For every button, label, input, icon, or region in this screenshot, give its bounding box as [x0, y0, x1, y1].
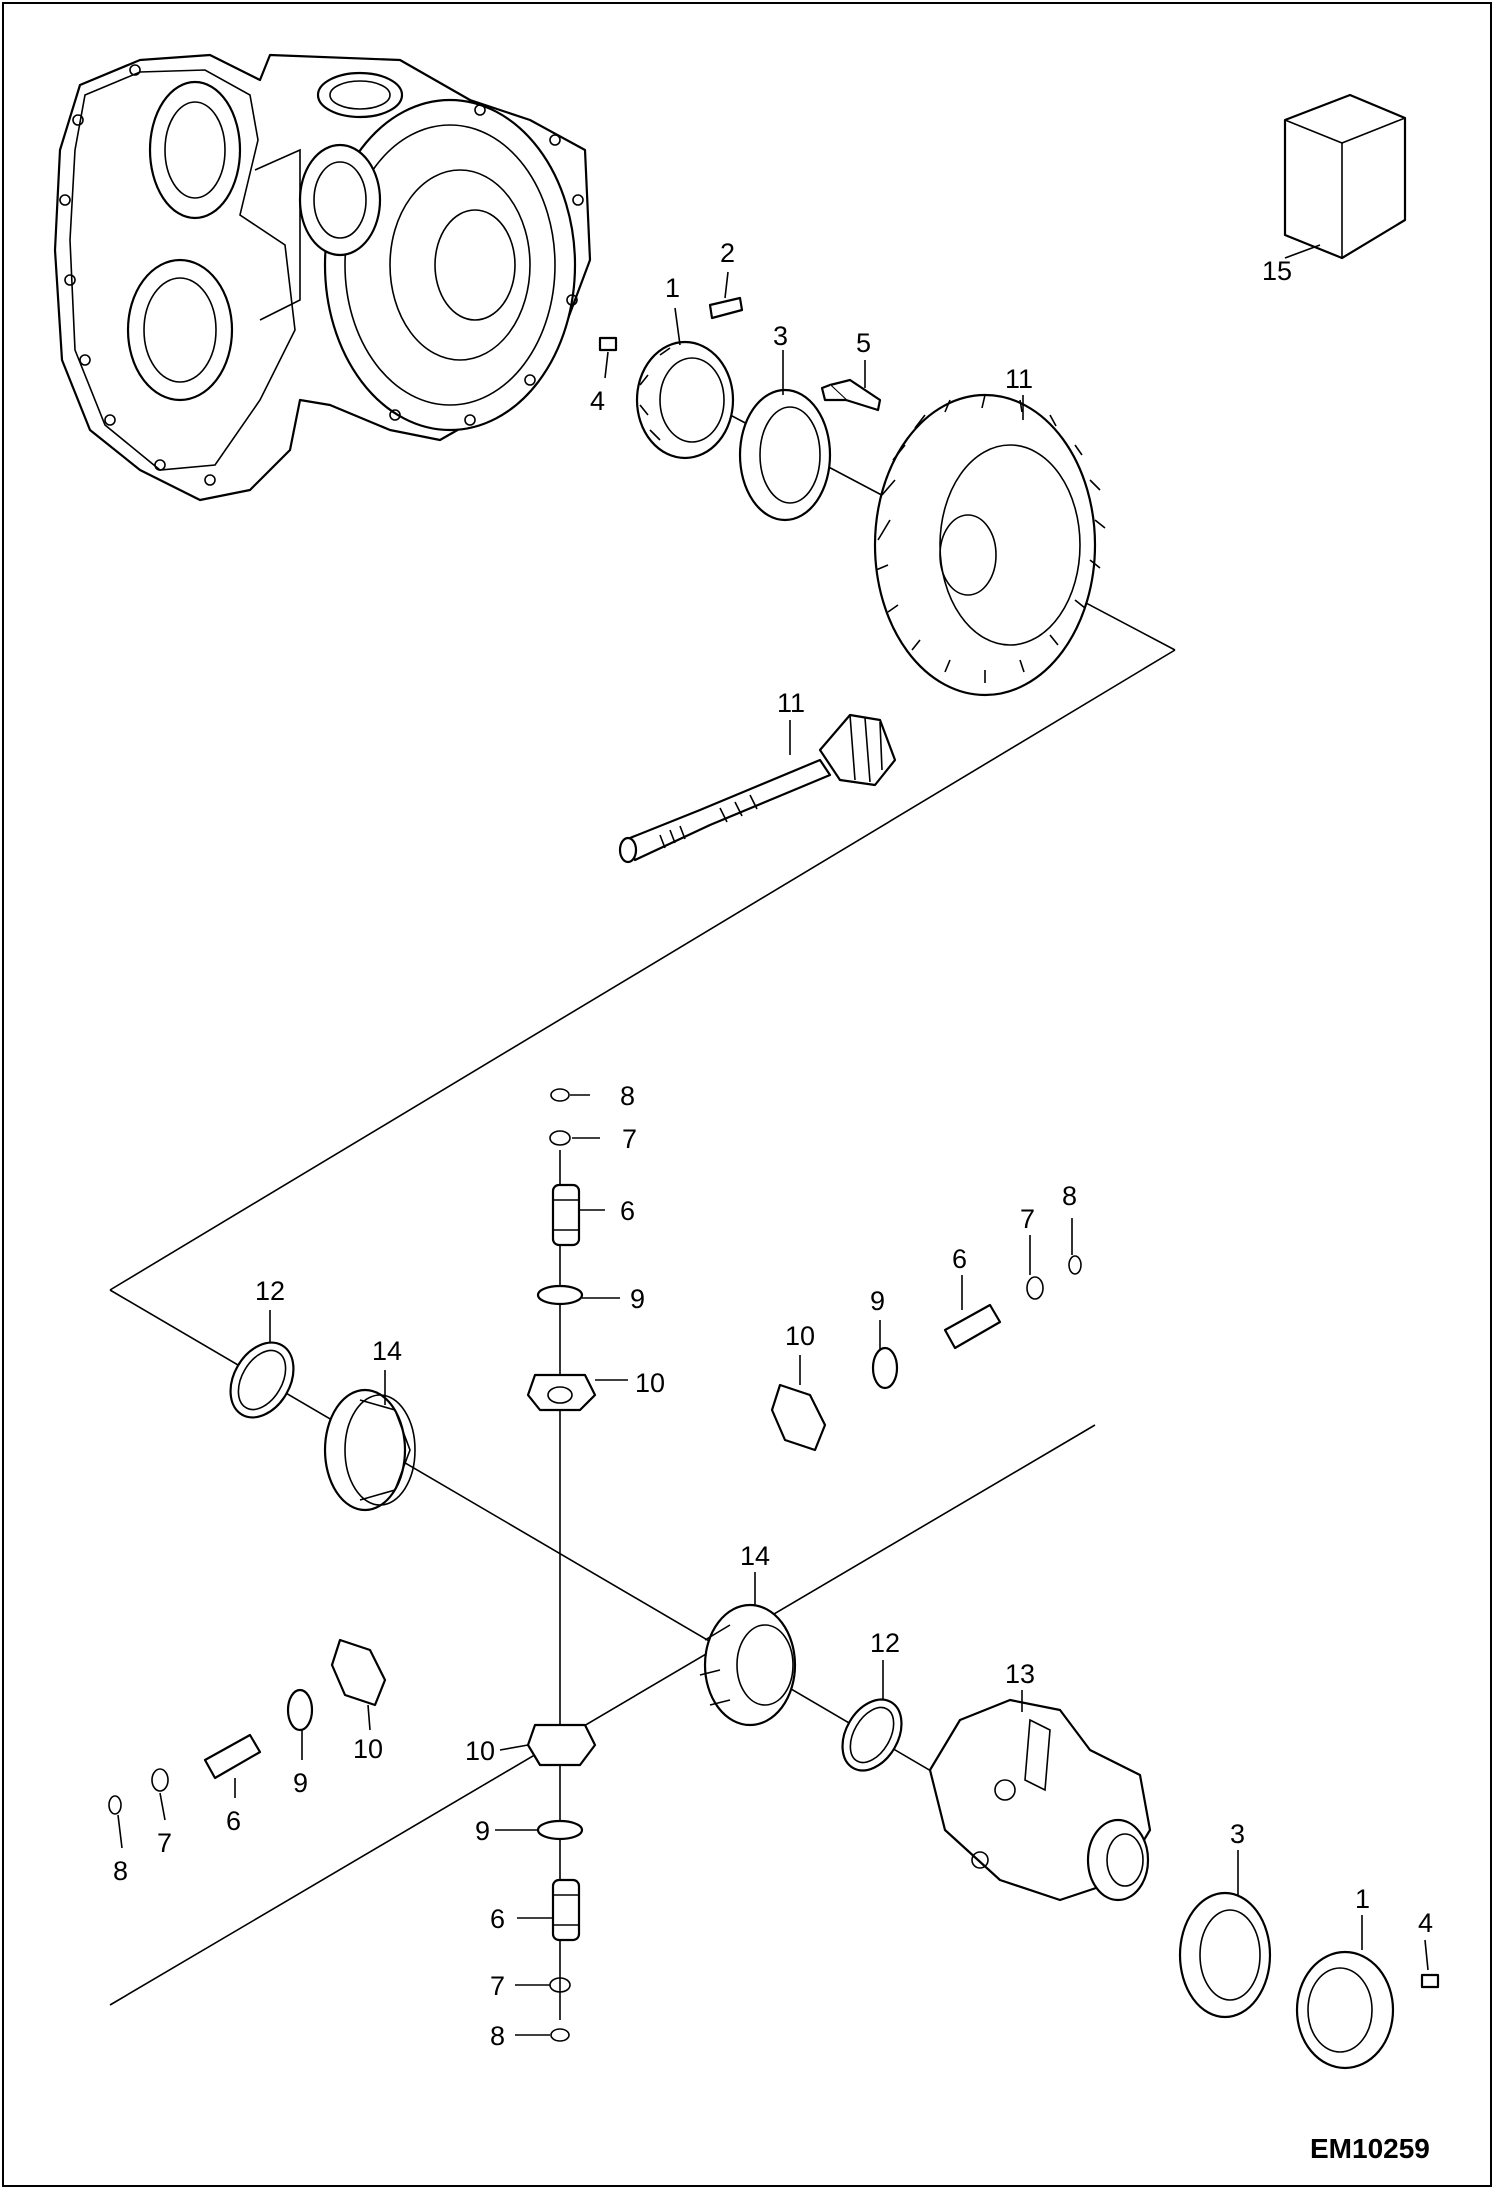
callout-11-pinion: 11 — [777, 688, 805, 718]
callout-15: 15 — [1262, 256, 1292, 286]
bolt-4-lower — [1420, 1973, 1440, 1989]
assembly-axis-cross — [109, 1424, 1096, 2006]
snap-ring-7-lower-left — [151, 1768, 169, 1792]
thrust-washer-bottom — [536, 1819, 584, 1841]
callout-6-bottom: 6 — [490, 1904, 505, 1934]
callout-14-left: 14 — [372, 1336, 402, 1366]
callout-2: 2 — [720, 238, 735, 268]
snap-ring-8-lower-left — [108, 1795, 122, 1815]
drawing-code: EM10259 — [1310, 2133, 1430, 2164]
pinion-shaft — [618, 713, 897, 864]
cross-pin-bottom — [551, 1878, 581, 1942]
thrust-washer-left — [229, 1341, 295, 1419]
cross-pin-right — [943, 1303, 1002, 1350]
callout-7-bottom: 7 — [490, 1971, 505, 2001]
spider-gear-top — [526, 1373, 597, 1412]
callout-6-right: 6 — [952, 1244, 967, 1274]
thrust-washer-top — [536, 1284, 584, 1306]
callout-8-top: 8 — [620, 1081, 635, 1111]
bearing-lower — [1178, 1891, 1272, 2019]
axle-housing — [53, 53, 592, 502]
snap-ring-7-right — [1026, 1276, 1044, 1300]
snap-ring-8-right — [1068, 1255, 1082, 1275]
callout-1-top: 1 — [665, 273, 680, 303]
snap-ring-8-top — [550, 1088, 570, 1102]
callout-13: 13 — [1005, 1659, 1035, 1689]
callout-12-left: 12 — [255, 1276, 285, 1306]
callout-6-top: 6 — [620, 1196, 635, 1226]
cross-pin-lower-left — [203, 1733, 262, 1780]
side-gear-left — [323, 1388, 416, 1512]
callout-4-top: 4 — [590, 386, 605, 416]
callout-11-gear: 11 — [1005, 364, 1033, 394]
bearing-top — [738, 388, 832, 522]
callout-8-bottom: 8 — [490, 2021, 505, 2051]
leader-lines — [117, 244, 1429, 2036]
snap-ring-8-bottom — [550, 2028, 570, 2042]
differential-case — [928, 1698, 1152, 1902]
callout-5: 5 — [856, 328, 871, 358]
bolt-2 — [708, 296, 744, 320]
snap-ring-7-top — [549, 1130, 571, 1146]
spider-gear-lower-left — [330, 1638, 387, 1707]
callout-14-right: 14 — [740, 1541, 770, 1571]
callout-9-right: 9 — [870, 1286, 885, 1316]
callout-3-top: 3 — [773, 321, 788, 351]
bolt-4-top — [598, 336, 618, 352]
callout-9-bottom: 9 — [475, 1816, 490, 1846]
callout-10-lower-left: 10 — [353, 1734, 383, 1764]
spider-gear-right — [770, 1383, 827, 1452]
adjusting-nut-top — [635, 340, 735, 460]
thrust-washer-lower-left — [286, 1688, 314, 1732]
callout-9-lower-left: 9 — [293, 1768, 308, 1798]
callout-6-lower-left: 6 — [226, 1806, 241, 1836]
callout-1-lower: 1 — [1355, 1884, 1370, 1914]
kit-box — [1283, 93, 1407, 260]
assembly-axis-diagonal — [109, 649, 1176, 1291]
callout-7-lower-left: 7 — [157, 1828, 172, 1858]
spider-gear-bottom — [526, 1723, 597, 1767]
callout-10-bottom: 10 — [465, 1736, 495, 1766]
bolt-5 — [820, 378, 882, 412]
adjusting-nut-lower — [1295, 1950, 1395, 2070]
callout-8-right: 8 — [1062, 1181, 1077, 1211]
callout-3-lower: 3 — [1230, 1819, 1245, 1849]
callout-10-top: 10 — [635, 1368, 665, 1398]
callout-9-top: 9 — [630, 1284, 645, 1314]
ring-gear — [873, 393, 1106, 697]
callout-12-right: 12 — [870, 1628, 900, 1658]
callout-10-right: 10 — [785, 1321, 815, 1351]
thrust-washer-right — [871, 1346, 899, 1390]
side-gear-right — [699, 1603, 797, 1727]
thrust-washer-12-lower — [841, 1698, 903, 1772]
cross-pin-top — [551, 1183, 581, 1247]
callout-8-lower-left: 8 — [113, 1856, 128, 1886]
callout-7-right: 7 — [1020, 1204, 1035, 1234]
callout-4-lower: 4 — [1418, 1908, 1433, 1938]
callout-7-top: 7 — [622, 1124, 637, 1154]
